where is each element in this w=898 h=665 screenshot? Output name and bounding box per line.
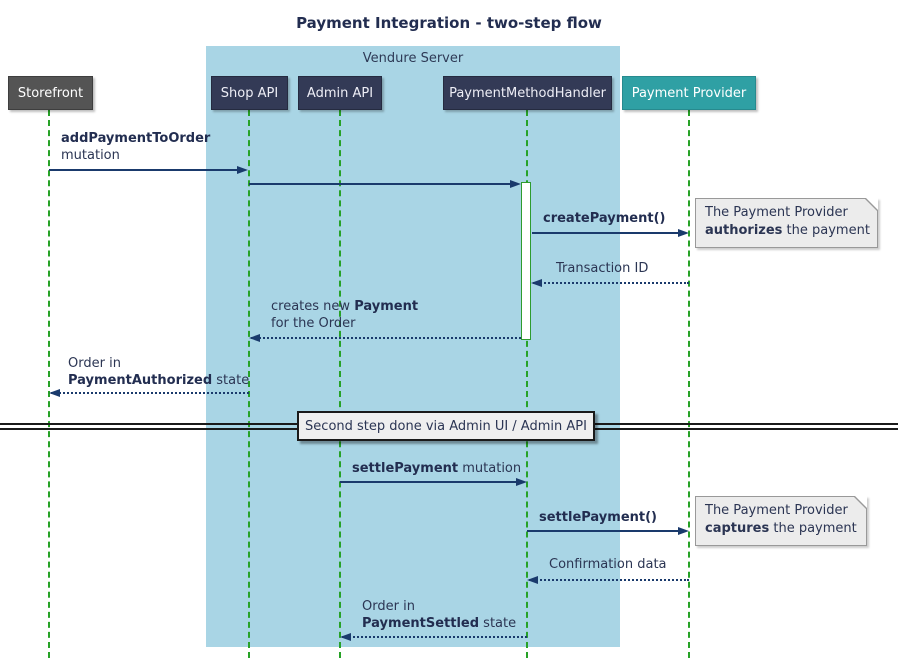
label-creates-payment-line2: for the Order [271,316,356,331]
participant-admin-api: Admin API [298,76,382,110]
participant-shop-api: Shop API [211,76,288,110]
label-order-authorized: Order in PaymentAuthorized state [68,355,249,389]
note-captures-line2: captures the payment [705,520,857,538]
label-confirmation-data: Confirmation data [549,556,667,573]
diagram-title: Payment Integration - two-step flow [296,14,602,32]
label-creates-payment: creates new Payment for the Order [271,298,418,332]
arrow-confirmation-data [527,576,689,584]
label-add-payment-line2: mutation [61,148,120,163]
label-add-payment-to-order: addPaymentToOrder mutation [61,130,210,164]
label-order-settled-line2: PaymentSettled state [362,615,516,632]
lifeline-storefront [48,110,50,658]
note-authorizes-rest: the payment [782,223,870,238]
label-settle-mutation-bold: settlePayment [352,461,459,476]
note-authorizes-bold: authorizes [705,223,783,238]
arrow-settle-mutation [340,478,527,486]
label-order-settled: Order in PaymentSettled state [362,598,516,632]
participant-payment-method-handler-label: PaymentMethodHandler [449,85,606,101]
arrow-settle-call [527,527,689,535]
note-authorizes-line1: The Payment Provider [705,205,848,220]
arrow-shop-api-to-handler [249,180,521,188]
lifeline-admin-api [339,110,341,658]
label-creates-payment-bold: Payment [354,299,419,314]
label-add-payment-bold: addPaymentToOrder [61,131,211,146]
vendure-server-label: Vendure Server [362,51,464,66]
arrow-transaction-id [531,279,689,287]
participant-shop-api-label: Shop API [220,85,279,101]
label-creates-payment-pre: creates new [271,299,355,314]
arrow-create-payment [532,229,689,237]
lifeline-payment-provider [688,110,690,658]
label-order-authorized-bold: PaymentAuthorized [68,373,213,388]
label-create-payment-bold: createPayment() [543,211,666,226]
label-order-authorized-line2: PaymentAuthorized state [68,372,249,389]
participant-payment-provider: Payment Provider [622,76,756,110]
note-captures-rest: the payment [769,521,857,536]
lifeline-payment-method-handler [526,110,528,658]
label-settle-mutation-rest: mutation [458,461,522,476]
arrow-creates-payment [249,334,521,342]
activation-bar-payment-method-handler [521,182,531,340]
label-transaction-id-text: Transaction ID [556,261,649,276]
label-creates-payment-line1: creates new Payment [271,298,418,315]
arrow-add-payment-to-order [49,166,248,174]
participant-storefront: Storefront [8,76,93,110]
label-order-authorized-rest: state [212,373,250,388]
participant-admin-api-label: Admin API [306,85,374,101]
label-transaction-id: Transaction ID [556,260,648,277]
divider-second-step: Second step done via Admin UI / Admin AP… [297,411,595,441]
lifeline-shop-api [248,110,250,658]
label-settle-call-bold: settlePayment() [539,510,657,525]
note-authorizes-line2: authorizes the payment [705,222,870,240]
note-authorizes: The Payment Provider authorizes the paym… [695,198,878,248]
arrow-order-authorized [49,389,249,397]
arrow-order-settled [340,633,527,641]
label-create-payment: createPayment() [543,210,665,227]
note-captures: The Payment Provider captures the paymen… [695,496,867,546]
label-settle-call: settlePayment() [539,509,657,526]
label-order-settled-line1: Order in [362,599,415,614]
label-settle-mutation: settlePayment mutation [352,460,521,477]
label-confirmation-data-text: Confirmation data [549,557,667,572]
participant-storefront-label: Storefront [17,85,84,101]
label-order-settled-rest: state [479,616,517,631]
label-order-settled-bold: PaymentSettled [362,616,480,631]
note-captures-bold: captures [705,521,770,536]
note-captures-line1: The Payment Provider [705,503,848,518]
divider-label: Second step done via Admin UI / Admin AP… [305,418,587,434]
vendure-server-frame [206,46,620,647]
label-order-authorized-line1: Order in [68,356,121,371]
participant-payment-method-handler: PaymentMethodHandler [443,76,612,110]
participant-payment-provider-label: Payment Provider [631,85,747,101]
